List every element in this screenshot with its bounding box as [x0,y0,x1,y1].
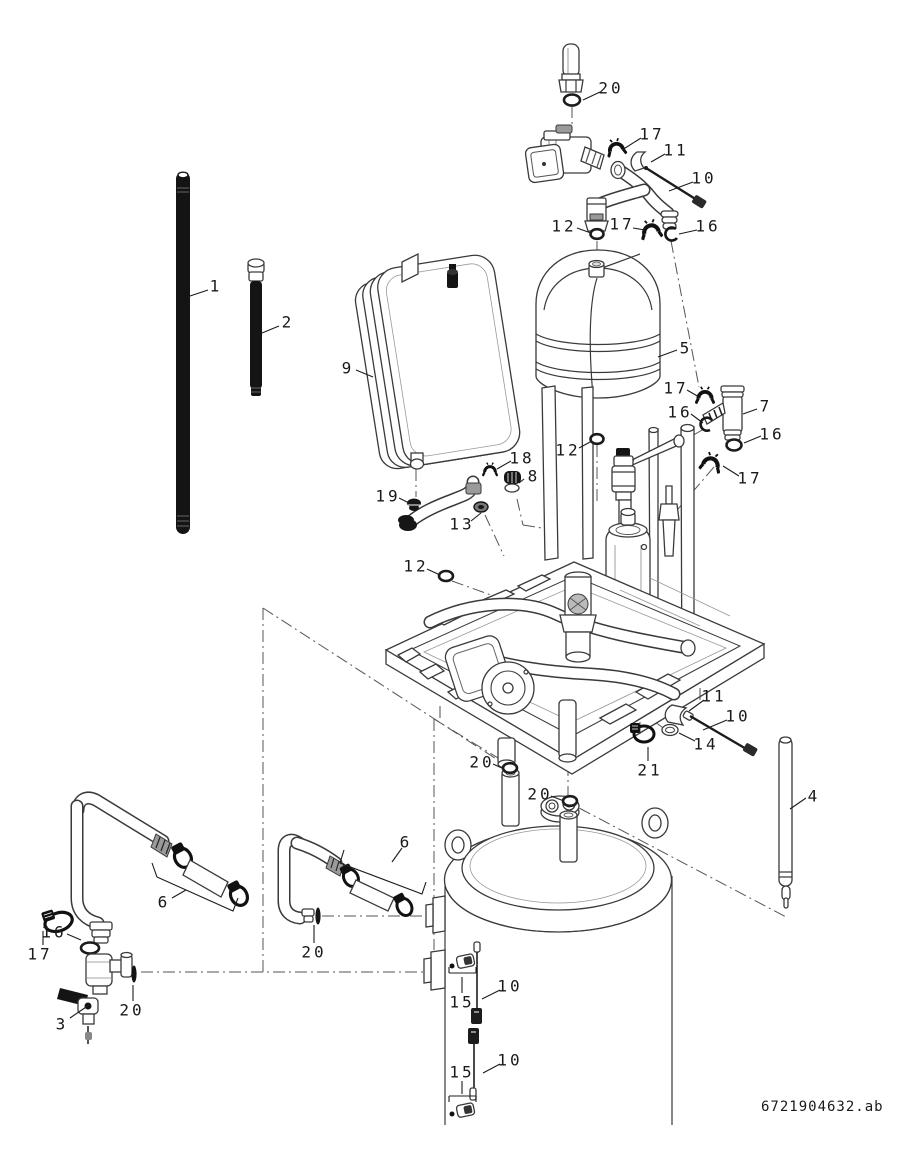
part-callout-8: 8 [527,466,541,486]
leader-lines [42,91,807,1094]
part-5-expansion-vessel [535,249,661,399]
bracket-tab [401,252,419,284]
part-callout-2: 2 [281,312,295,332]
part-callout-16: 16 [667,402,693,422]
part-callout-17: 17 [639,124,665,144]
part-callout-18: 18 [509,448,535,468]
part-callout-15: 15 [449,992,475,1012]
group-bracket-6 [151,862,239,912]
part-callout-4: 4 [807,786,821,806]
plug-8 [504,471,521,484]
part-callout-20: 20 [598,78,624,98]
base-tray-assembly [384,561,766,775]
part-callout-10: 10 [497,1050,523,1070]
part-callout-20: 20 [301,942,327,962]
part-2-insulated-pipe [247,258,265,396]
o-ring-12 [437,569,455,583]
o-ring-16 [664,226,679,242]
part-callout-12: 12 [555,440,581,460]
part-callout-5: 5 [679,338,693,358]
part-7-elbow-fitting [695,385,745,473]
part-callout-6: 6 [399,832,413,852]
retaining-clip-18 [482,462,498,478]
hose-6 [182,859,229,898]
o-ring-16 [725,438,743,452]
o-ring-12 [589,432,605,446]
sensor-cable-10 [645,166,698,202]
hose-clamp-17 [41,909,74,934]
part-callout-16: 16 [695,216,721,236]
retaining-clip-17 [695,386,715,406]
storage-tank [423,761,673,1125]
part-4-tube [778,736,793,909]
part-callout-10: 10 [725,706,751,726]
hose-6 [349,879,395,912]
hose-clamp [393,892,414,917]
small-pipe-group [398,462,521,531]
middle-hose-assembly [277,833,427,925]
group-bracket-6 [339,849,427,895]
hose-clamp [227,880,250,907]
part-callout-6: 6 [157,892,171,912]
part-callout-1: 1 [209,276,223,296]
part-callout-3: 3 [55,1014,69,1034]
retaining-clip-17 [604,136,628,160]
part-callout-12: 12 [551,216,577,236]
part-callout-20: 20 [469,752,495,772]
part-callout-17: 17 [609,214,635,234]
part-callout-10: 10 [691,168,717,188]
part-callout-10: 10 [497,976,523,996]
part-callout-17: 17 [663,378,689,398]
left-pipe-assembly [41,791,250,1044]
o-ring-16 [699,416,713,432]
o-ring-16 [79,941,101,955]
drawing-number: 6721904632.ab [761,1099,884,1115]
part-callout-7: 7 [759,396,773,416]
part-callout-20: 20 [119,1000,145,1020]
part-callout-9: 9 [341,358,355,378]
washer-20 [315,907,321,925]
o-ring-20 [562,93,582,107]
part-callout-17: 17 [737,468,763,488]
o-ring-12 [589,227,605,241]
bracket-11 [630,151,647,172]
part-9-heat-exchanger [354,252,521,470]
bracket-11 [664,704,688,726]
part-callout-13: 13 [449,514,475,534]
o-ring-20 [561,794,579,808]
part-callout-16: 16 [41,922,67,942]
part-callout-17: 17 [27,944,53,964]
o-ring-20 [501,761,519,775]
part-callout-11: 11 [663,140,689,160]
part-callout-20: 20 [527,784,553,804]
clamp-21 [632,724,656,744]
part-callout-15: 15 [449,1062,475,1082]
part-callout-21: 21 [637,760,663,780]
part-callout-16: 16 [759,424,785,444]
temperature-sensor-lower [448,1028,479,1118]
pump-group [524,43,707,242]
part-callout-14: 14 [693,734,719,754]
sensor-cable-10 [689,714,749,752]
part-callout-19: 19 [375,486,401,506]
part-callout-11: 11 [701,686,727,706]
washer-20 [131,965,137,983]
part-callout-12: 12 [403,556,429,576]
part-1-insulated-pipe [176,171,190,534]
temperature-sensor-upper [448,941,482,1024]
ring-14 [661,723,679,737]
sensor-and-clamp-group [630,704,758,757]
